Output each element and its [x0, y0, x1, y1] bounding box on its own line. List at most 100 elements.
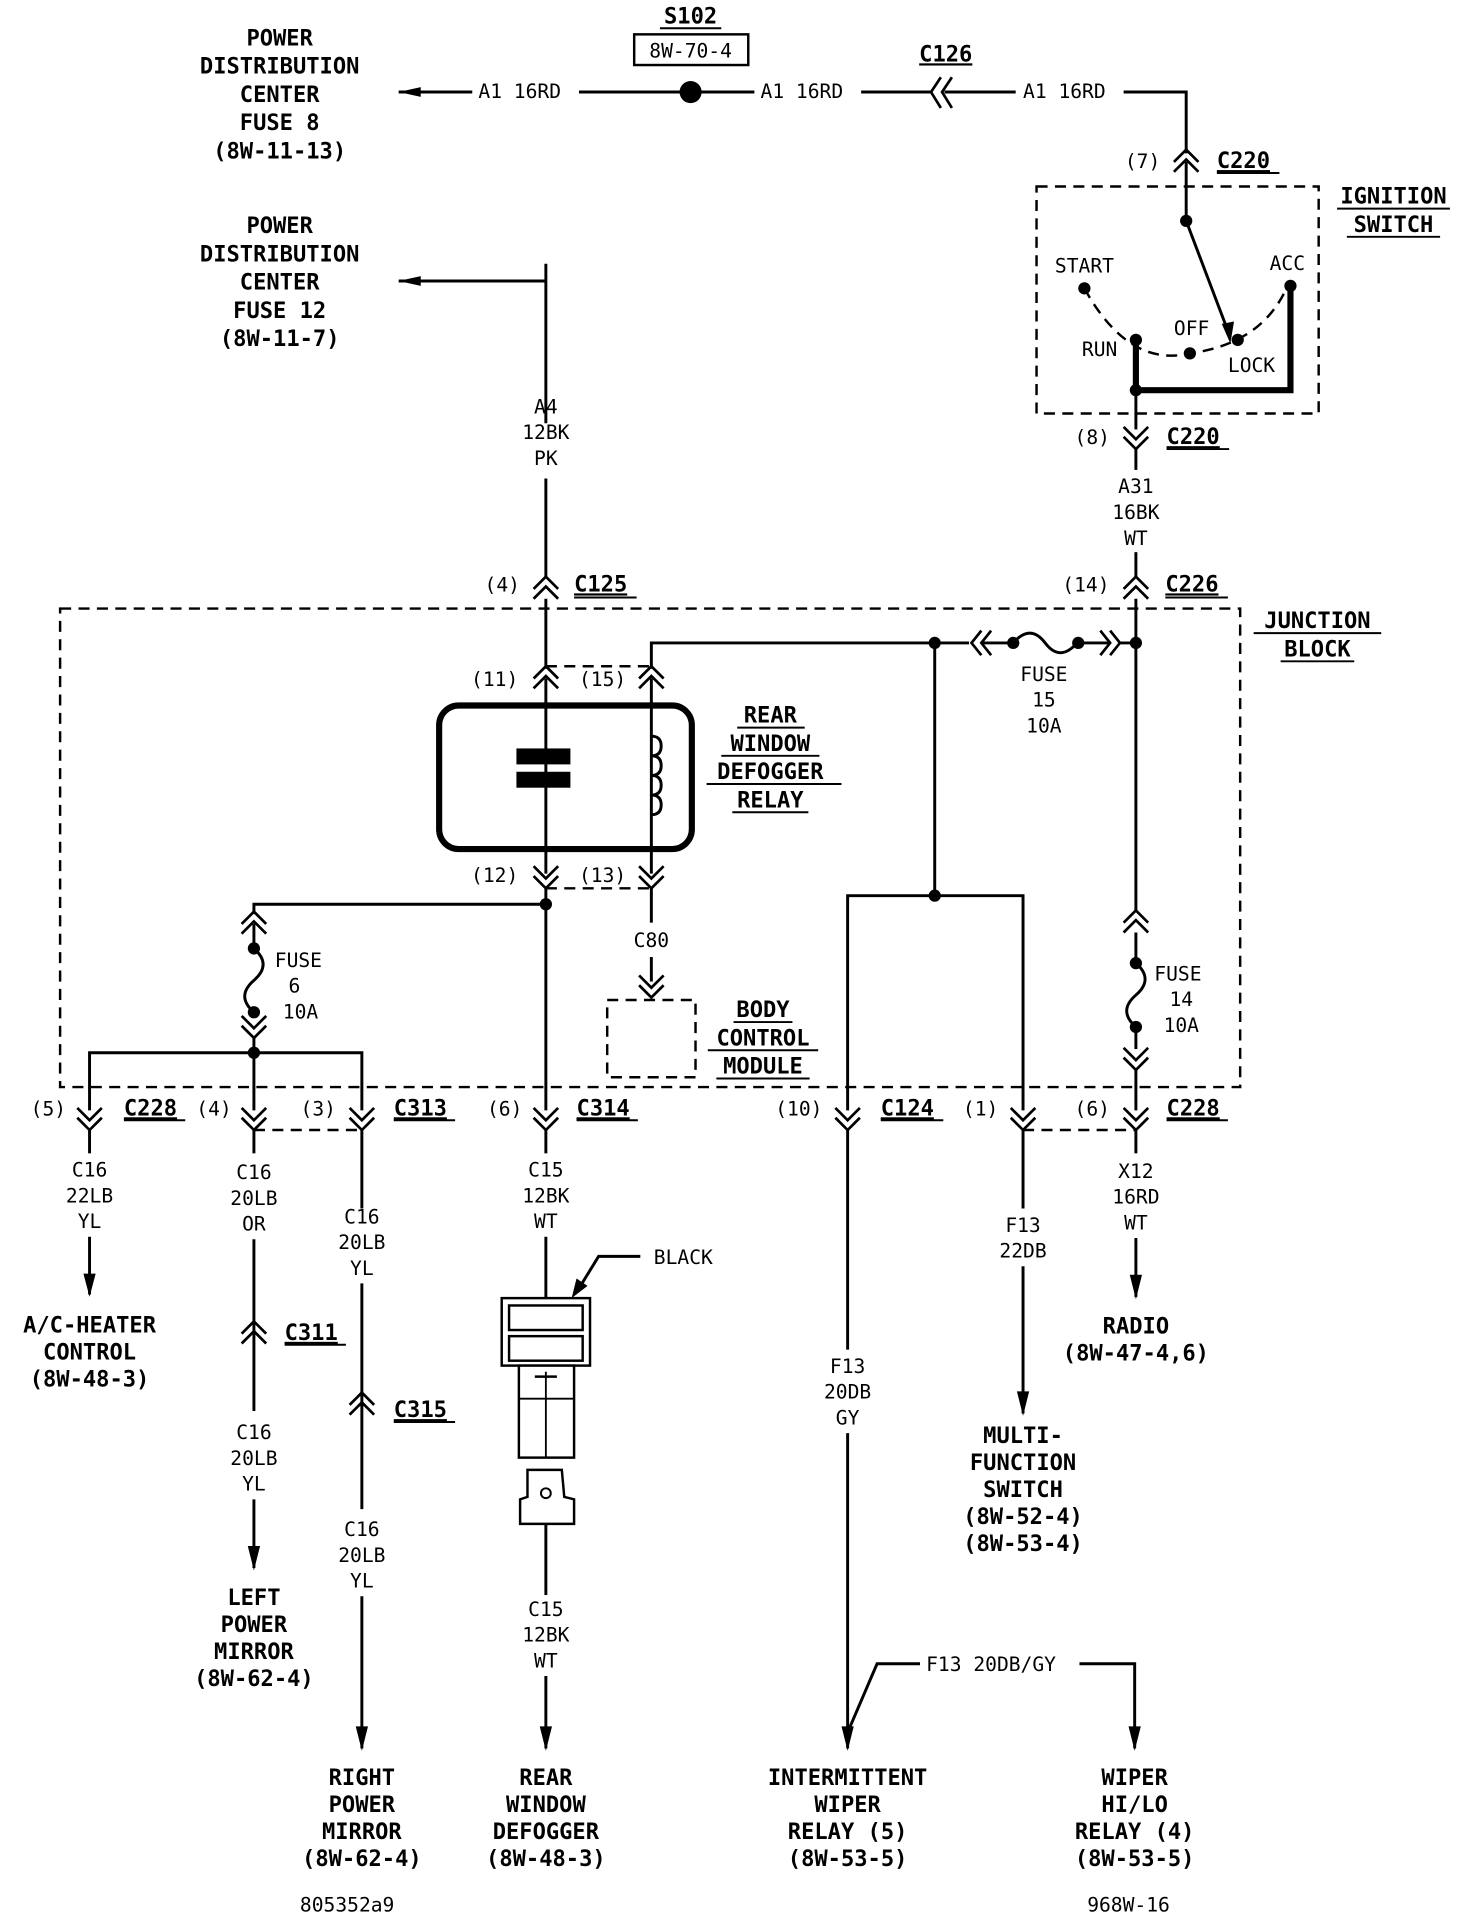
connector-c124-pin10-icon [834, 1106, 861, 1132]
dest-left-power-mirror: LEFT POWER MIRROR (8W-62-4) [194, 1586, 314, 1692]
svg-text:HI/LO: HI/LO [1101, 1793, 1167, 1818]
svg-text:FUNCTION: FUNCTION [970, 1451, 1076, 1476]
connector-c124: C124 [881, 1096, 934, 1121]
arrow-down-icon [539, 1726, 552, 1751]
svg-text:REAR: REAR [744, 704, 798, 729]
wire-label-c16: C16 [236, 1161, 271, 1184]
connector-c124-pin1-icon [1009, 1106, 1037, 1132]
connector-c315: C315 [394, 1398, 447, 1423]
wire-relay-coil-feed [649, 641, 970, 669]
bcm-connector-icon [638, 974, 665, 1000]
arrow-down-icon [841, 1726, 854, 1751]
arrow-down-icon [1016, 1391, 1030, 1416]
wire-label-a1-right: A1 16RD [1023, 80, 1106, 103]
wire-f13-branch [1079, 1662, 1137, 1749]
dest-ac-heater-control: A/C-HEATER CONTROL (8W-48-3) [23, 1313, 157, 1392]
svg-text:WINDOW: WINDOW [506, 1793, 586, 1818]
wire-label-c16: C16 [344, 1205, 379, 1228]
svg-text:MULTI-: MULTI- [983, 1424, 1063, 1449]
wire-label-x12: WT [1124, 1211, 1148, 1234]
connector-c311-icon [240, 1319, 268, 1345]
wire-label-c15: WT [534, 1649, 558, 1672]
fuse15-label: FUSE [1020, 663, 1067, 686]
wire-label-c16: 22LB [66, 1184, 113, 1207]
svg-text:RELAY (5): RELAY (5) [788, 1820, 908, 1845]
svg-text:FUSE 8: FUSE 8 [240, 111, 320, 136]
wire-label-c16: YL [242, 1473, 266, 1496]
wire-label-a4: 12BK [522, 421, 569, 444]
connector-c220-bot-icon [1122, 426, 1150, 451]
svg-text:(8W-53-5): (8W-53-5) [788, 1847, 908, 1872]
body-control-module-box[interactable] [605, 998, 697, 1079]
connector-c220-bot: C220 [1167, 425, 1220, 450]
switch-arm[interactable] [1184, 220, 1232, 338]
junction-block-box [58, 607, 1242, 1089]
wire-label-c15: 12BK [522, 1624, 569, 1647]
relay-pin-11-icon [532, 664, 560, 690]
svg-text:MIRROR: MIRROR [322, 1820, 402, 1845]
wire-label-a31: A31 [1118, 475, 1153, 498]
arrow-down-icon [1129, 1274, 1143, 1300]
wire-label-x12: X12 [1118, 1160, 1153, 1183]
svg-text:POWER: POWER [246, 26, 313, 51]
svg-text:BLOCK: BLOCK [1284, 637, 1351, 662]
splice-ref-box [632, 33, 750, 67]
switch-arrow-icon [1221, 321, 1235, 344]
svg-text:INTERMITTENT: INTERMITTENT [768, 1766, 927, 1791]
connector-c313-pin4-icon [240, 1106, 268, 1132]
wire-label-a4: A4 [534, 395, 558, 418]
fuse-6-icon[interactable] [243, 947, 265, 1014]
svg-text:DEFOGGER: DEFOGGER [717, 760, 824, 785]
wire-label-c16: C16 [72, 1159, 107, 1182]
arrow-down-icon [1128, 1726, 1141, 1751]
svg-text:RELAY: RELAY [737, 788, 804, 813]
svg-text:CENTER: CENTER [240, 83, 320, 108]
svg-text:JUNCTION: JUNCTION [1264, 609, 1370, 634]
dest-right-power-mirror: RIGHT POWER MIRROR (8W-62-4) [302, 1766, 422, 1872]
splice-ref: 8W-70-4 [649, 40, 732, 63]
svg-text:(8W-48-3): (8W-48-3) [486, 1847, 606, 1872]
rear-defogger-relay[interactable] [436, 702, 695, 853]
figure-id-left: 805352a9 [300, 1894, 394, 1917]
pin-c228-6: (6) [1075, 1097, 1110, 1120]
fuse14-label: 10A [1164, 1014, 1200, 1037]
svg-text:LEFT: LEFT [227, 1586, 280, 1611]
wire-label-x12: 16RD [1112, 1186, 1159, 1209]
svg-text:WIPER: WIPER [1101, 1766, 1168, 1791]
black-connector-icon[interactable] [500, 1296, 592, 1526]
arrow-down-icon [83, 1273, 96, 1297]
svg-text:IGNITION: IGNITION [1340, 185, 1446, 210]
arrow-icon [571, 1278, 588, 1299]
ignition-switch-title: IGNITION SWITCH [1337, 185, 1450, 238]
relay-coil-icon [651, 734, 663, 817]
label-start: START [1055, 254, 1114, 277]
wire-label-a31: WT [1124, 527, 1148, 550]
connector-c125: C125 [574, 572, 627, 597]
junction-dot [1129, 636, 1143, 650]
wire-label-a4: PK [534, 447, 558, 470]
label-run: RUN [1082, 338, 1117, 361]
fuse-15-icon[interactable] [1012, 631, 1079, 655]
body-control-module-label: BODY CONTROL MODULE [707, 998, 819, 1080]
connector-c126: C126 [919, 42, 972, 67]
wire-label-a1-left: A1 16RD [478, 80, 561, 103]
wire-label-c15: C15 [528, 1159, 563, 1182]
wire-f13-branch [846, 894, 1025, 1111]
wire-c16-bus [88, 1051, 364, 1111]
fuse14-connector-icon [1122, 1046, 1150, 1072]
fuse6-label: 10A [283, 1000, 319, 1023]
relay-contact-icon [516, 771, 571, 788]
wire-label-c16: 20LB [338, 1544, 385, 1567]
connector-c220-top: C220 [1217, 149, 1270, 174]
wire-label-f13: 22DB [999, 1240, 1046, 1263]
dest-intermittent-wiper-relay: INTERMITTENT WIPER RELAY (5) (8W-53-5) [768, 1766, 927, 1872]
label-off: OFF [1174, 317, 1209, 340]
svg-text:(8W-53-4): (8W-53-4) [963, 1532, 1083, 1557]
label-acc: ACC [1270, 252, 1305, 275]
fuse-14-icon[interactable] [1125, 962, 1147, 1029]
connector-c315-icon [348, 1390, 376, 1416]
pdc-fuse8-label: POWER DISTRIBUTION CENTER FUSE 8 (8W-11-… [200, 26, 359, 164]
fuse15-label: 15 [1032, 689, 1056, 712]
splice-id: S102 [664, 4, 717, 29]
